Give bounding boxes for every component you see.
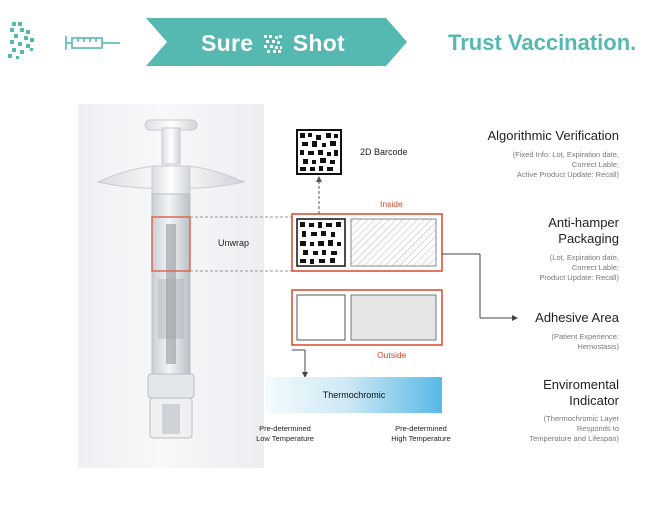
feature-title: Enviromental (543, 377, 619, 392)
feature-anti-hamper-packaging: Anti-hamper Packaging (Lot, Expiration d… (419, 215, 619, 283)
feature-title: Anti-hamper (548, 215, 619, 230)
barcode-inside-graphic (296, 218, 346, 267)
brand-title: Sure Shot (158, 27, 388, 59)
inside-label: Inside (380, 199, 403, 209)
feature-detail: (Thermochromic Layer (543, 414, 619, 423)
high-temp-caption: Pre-determined High Temperature (385, 424, 457, 444)
feature-detail: (Fixed Info: Lot, Expiration date, (512, 150, 619, 159)
high-temp-line2: High Temperature (391, 434, 451, 443)
brand-banner (146, 18, 407, 66)
feature-title: Packaging (558, 231, 619, 246)
barcode-2d-label: 2D Barcode (360, 147, 408, 157)
outside-label: Outside (377, 350, 407, 360)
feature-detail: (Lot, Expiration date, (549, 253, 619, 262)
header-graphics (8, 18, 407, 66)
feature-title: Adhesive Area (535, 310, 619, 325)
feature-detail: Active Product Update: Recall) (516, 170, 619, 179)
syringe-icon (65, 36, 120, 50)
hatched-panel (350, 218, 437, 267)
feature-detail: Correct Lable; (571, 263, 619, 272)
low-temp-caption: Pre-determined Low Temperature (250, 424, 320, 444)
feature-detail: Hemostasis) (577, 342, 619, 351)
adhesive-blank-panel (296, 294, 346, 341)
barcode-2d-graphic (296, 129, 342, 175)
feature-detail: Correct Lable; (571, 160, 619, 169)
feature-adhesive-area: Adhesive Area (Patient Experience: Hemos… (419, 310, 619, 352)
feature-detail: (Patient Experience: (551, 332, 619, 341)
feature-title: Indicator (569, 393, 619, 408)
low-temp-line2: Low Temperature (256, 434, 314, 443)
low-temp-line1: Pre-determined (259, 424, 311, 433)
feature-title: Algorithmic Verification (487, 128, 620, 143)
adhesive-gray-panel (350, 294, 437, 341)
syringe-illustration (96, 119, 246, 439)
brand-left-text: Sure (200, 30, 254, 56)
unwrap-label: Unwrap (218, 238, 250, 248)
qr-code-icon (264, 35, 283, 53)
brand-right-text: Shot (292, 30, 346, 56)
high-temp-line1: Pre-determined (395, 424, 447, 433)
thermochromic-label: Thermochromic (322, 390, 386, 400)
feature-environmental-indicator: Enviromental Indicator (Thermochromic La… (419, 377, 619, 444)
tagline: Trust Vaccination. (448, 30, 637, 55)
feature-detail: Product Update: Recall) (539, 273, 619, 282)
feature-detail: Responds to (576, 424, 619, 433)
feature-algorithmic-verification: Algorithmic Verification (Fixed Info: Lo… (419, 128, 620, 180)
feature-detail: Temperature and Lifespan) (529, 434, 619, 443)
qr-code-icon (8, 22, 34, 59)
thermochromic-bar: Thermochromic (266, 377, 442, 413)
